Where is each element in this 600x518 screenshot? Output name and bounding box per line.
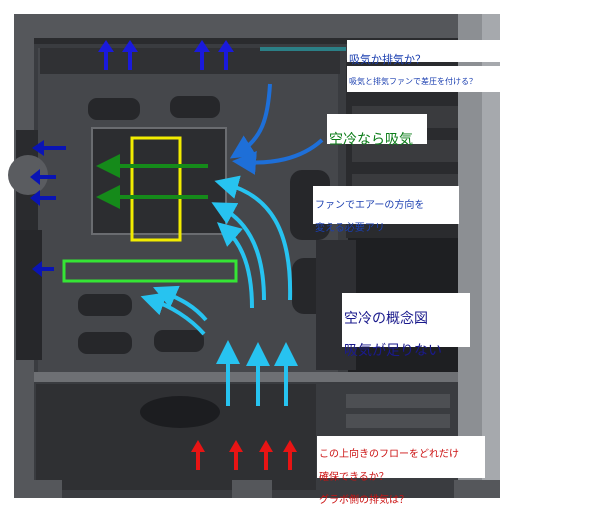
note-fan-direction: ファンでエアーの方向を 変える必要アリ	[313, 186, 459, 234]
upflow-arrows	[140, 175, 298, 406]
note-text: グラボ側の排気は？	[319, 494, 409, 506]
rear-exhaust-arrow	[32, 140, 66, 156]
note-text: 吸気か排気か？	[349, 52, 426, 66]
cpu-cooler-highlight	[130, 136, 182, 242]
top-intake-arrow	[194, 40, 210, 70]
top-intake-arrow	[98, 40, 114, 70]
rear-exhaust-arrow	[30, 169, 56, 185]
upflow-arrow	[214, 175, 293, 301]
upflow-arrow	[211, 202, 266, 301]
rear-exhaust-arrows	[30, 140, 66, 277]
top-intake-arrow	[122, 40, 138, 70]
note-text: 吸気と排気ファンで差圧を付ける？	[349, 77, 477, 87]
bottom-intake-arrows	[191, 440, 297, 470]
bottom-intake-arrow	[191, 440, 205, 470]
note-upflow: この上向きのフローをどれだけ 確保できるか？ グラボ側の排気は？	[317, 436, 485, 506]
gpu-highlight	[62, 259, 238, 283]
upflow-arrow	[216, 222, 254, 309]
rear-exhaust-arrow	[32, 261, 54, 277]
note-text: 確保できるか？	[319, 471, 389, 483]
note-pressure-diff: 吸気と排気ファンで差圧を付ける？	[347, 66, 504, 92]
note-text: 空冷の概念図	[344, 311, 428, 328]
front-curve-arrow	[232, 138, 324, 175]
top-intake-arrows	[98, 40, 234, 70]
front-curve-arrow	[229, 83, 272, 159]
pc-case	[8, 14, 500, 498]
cpu-airflow-arrows	[96, 154, 208, 209]
bottom-intake-arrow	[229, 440, 243, 470]
front-curve-arrows	[229, 83, 324, 175]
note-text: 変える必要アリ	[315, 222, 385, 234]
note-concept: 空冷の概念図 吸気が足りない	[342, 293, 470, 359]
upflow-arrow	[153, 285, 208, 322]
note-text: 空冷なら吸気	[329, 132, 413, 149]
bottom-intake-arrow	[259, 440, 273, 470]
top-intake-arrow	[218, 40, 234, 70]
note-text: 吸気が足りない	[344, 343, 442, 360]
note-text: この上向きのフローをどれだけ	[319, 448, 459, 460]
note-text: ファンでエアーの方向を	[315, 199, 425, 211]
bottom-intake-arrow	[283, 440, 297, 470]
rear-exhaust-arrow	[30, 190, 56, 206]
note-intake-or-exhaust: 吸気か排気か？	[347, 40, 504, 65]
note-air-cool-intake: 空冷なら吸気	[327, 114, 427, 148]
